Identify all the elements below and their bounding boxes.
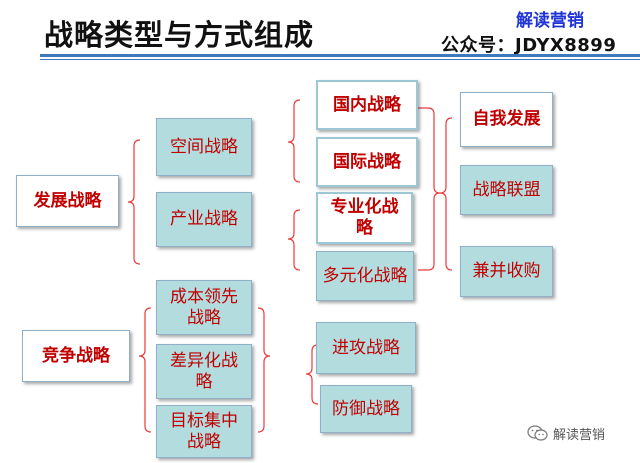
page-title: 战略类型与方式组成 [44, 18, 315, 52]
brand-name: 解读营销 [516, 11, 584, 31]
node-domestic-strategy: 国内战略 [316, 80, 418, 130]
node-spatial-strategy: 空间战略 [156, 118, 252, 176]
bracket-methods-right [439, 117, 453, 271]
node-merger-acquisition: 兼并收购 [460, 246, 553, 297]
node-offensive-strategy: 进攻战略 [316, 322, 416, 374]
node-industry-strategy: 产业战略 [156, 192, 252, 247]
node-cost-leadership: 成本领先战略 [156, 280, 252, 335]
node-competition-strategy: 竞争战略 [22, 330, 130, 382]
node-strategic-alliance: 战略联盟 [460, 165, 553, 215]
node-industry-label: 产业战略 [170, 209, 238, 229]
node-competition-label: 竞争战略 [42, 345, 110, 366]
bracket-industry [287, 209, 301, 271]
wechat-icon [527, 425, 548, 441]
node-self-development: 自我发展 [460, 92, 553, 147]
node-defensive-label: 防御战略 [332, 398, 400, 419]
header-divider-thin [40, 59, 640, 60]
node-differentiation-label: 差异化战略 [169, 350, 238, 392]
watermark-text: 解读营销 [553, 428, 606, 443]
bracket-spatial [287, 99, 301, 183]
account-id: 公众号：JDYX8899 [441, 35, 617, 56]
node-cost-leadership-label: 成本领先战略 [169, 286, 238, 328]
node-development-strategy: 发展战略 [16, 175, 119, 227]
node-focus-label: 目标集中战略 [169, 410, 238, 452]
node-self-development-label: 自我发展 [472, 109, 541, 129]
node-spatial-label: 空间战略 [170, 136, 238, 157]
node-specialization-strategy: 专业化战略 [316, 192, 413, 244]
node-diversification-strategy: 多元化战略 [316, 251, 414, 301]
bracket-development [127, 139, 141, 265]
bracket-competition [138, 307, 152, 433]
node-defensive-strategy: 防御战略 [320, 385, 412, 433]
node-development-label: 发展战略 [33, 190, 102, 211]
node-international-label: 国际战略 [333, 151, 401, 172]
node-alliance-label: 战略联盟 [472, 179, 541, 200]
node-domestic-label: 国内战略 [333, 94, 401, 115]
node-specialization-label: 专业化战略 [330, 197, 399, 238]
watermark: 解读营销 [527, 424, 605, 443]
bracket-strategy-methods [418, 107, 441, 271]
bracket-competition-right [257, 307, 271, 433]
node-merger-label: 兼并收购 [472, 261, 541, 281]
node-diversification-label: 多元化战略 [322, 265, 408, 286]
bracket-offense-defense [305, 344, 319, 405]
node-focus: 目标集中战略 [156, 405, 252, 458]
node-differentiation: 差异化战略 [156, 344, 252, 399]
header-divider [40, 54, 640, 57]
node-international-strategy: 国际战略 [316, 137, 418, 187]
node-offensive-label: 进攻战略 [332, 337, 400, 358]
